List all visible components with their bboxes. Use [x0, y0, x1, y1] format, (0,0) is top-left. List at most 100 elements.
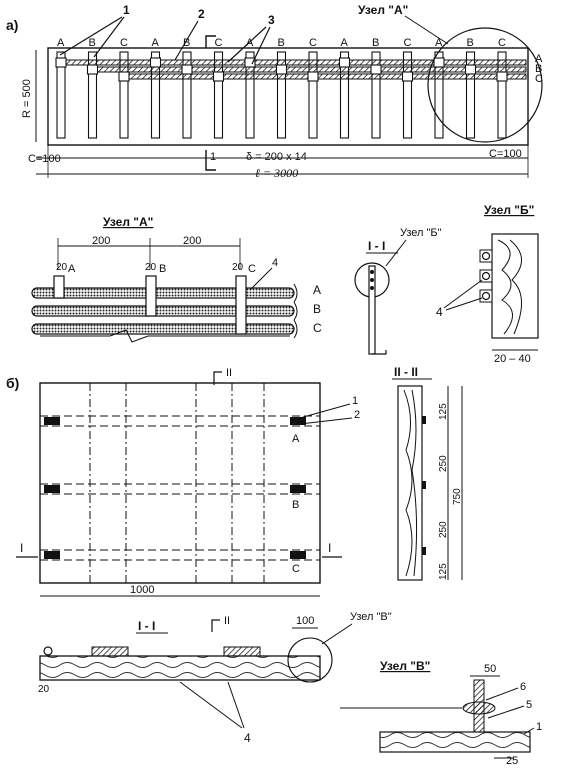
- rib-strip: [213, 51, 224, 139]
- detail-v-title: Узел "В": [380, 659, 430, 673]
- section-1b-bolt-left: [43, 646, 53, 656]
- plan-section-top: II: [226, 367, 232, 379]
- plan-terminal-left: [44, 551, 60, 559]
- callout-3-leader-b: [251, 26, 271, 65]
- detail-v-nut: [462, 701, 496, 715]
- section-2-total: 750: [452, 488, 463, 505]
- phase-letter: B: [89, 37, 96, 49]
- detail-b-callout: 4: [436, 305, 443, 319]
- detail-v-leader-5: [487, 705, 525, 719]
- section-mark-bottom-line: [205, 150, 216, 171]
- clamp: [55, 57, 67, 68]
- plan-grid: [40, 383, 320, 583]
- clamp: [275, 64, 288, 75]
- plan-width: 1000: [130, 584, 154, 596]
- phase-letter: B: [372, 37, 379, 49]
- clamp: [86, 64, 99, 75]
- section-2: II - II 125 250 250 125 750: [392, 365, 463, 581]
- detail-b: Узел "Б" 4 20 – 40: [436, 203, 539, 365]
- detail-a-letter-b: B: [159, 263, 166, 275]
- clamp: [149, 57, 162, 68]
- plan-terminal-left: [44, 485, 60, 493]
- detail-a-small-dim-3: 20: [232, 262, 244, 273]
- detail-a-small-dim-2: 20: [145, 262, 157, 273]
- section-1b-leader-1: [179, 681, 243, 729]
- clamps: [55, 57, 508, 82]
- clamp: [370, 64, 382, 75]
- detail-a-break-line: [40, 329, 290, 343]
- clamp: [244, 57, 256, 68]
- detail-a-clamp-c: [235, 275, 247, 335]
- phase-letter: B: [183, 37, 190, 49]
- part-b: б) II 1 2 A B C I I 1000: [6, 367, 360, 597]
- clamp: [118, 71, 130, 82]
- side-letter-c: C: [535, 73, 543, 85]
- detail-a: Узел "А" 200 200 20 A 20 B 20 C 4 A B C: [31, 215, 322, 343]
- section-1-wire-c: [370, 286, 374, 290]
- detail-v-callout-6: 6: [520, 681, 526, 693]
- rib-strip: [308, 51, 318, 139]
- phase-letter: C: [404, 37, 412, 49]
- section-2-title: II - II: [394, 365, 418, 379]
- phase-letter: C: [120, 37, 128, 49]
- section-1b-edge: 20: [38, 684, 50, 695]
- phase-letter: C: [309, 37, 317, 49]
- detail-b-leader-1: [443, 279, 483, 309]
- section-1b-strip-1: [91, 646, 129, 657]
- section-1b-dim: 100: [296, 615, 314, 627]
- right-margin: C=100: [489, 148, 522, 160]
- detail-a-dim2: 200: [183, 235, 201, 247]
- conductor-b: [89, 66, 527, 73]
- plan-terminal-right: [290, 485, 306, 493]
- detail-a-clamp-b: [145, 275, 157, 317]
- rib-strip: [497, 51, 507, 139]
- conductor-c: [119, 73, 527, 80]
- plan-frame: [39, 382, 321, 584]
- section-1b-title: I - I: [138, 619, 155, 633]
- section-1-wire-b: [370, 278, 374, 282]
- detail-a-right-a: A: [313, 283, 321, 297]
- clamp: [464, 64, 477, 75]
- phase-letter: C: [215, 37, 223, 49]
- rib-strip: [371, 51, 381, 139]
- section-1-node-leader: [385, 239, 407, 267]
- section-2-dim-1: 125: [438, 403, 449, 420]
- section-1b-mark-line: [211, 619, 220, 632]
- section-1b: I - I II 100 Узел "В" 20 4: [38, 611, 392, 745]
- detail-a-callout: 4: [272, 257, 278, 269]
- rib-strip: [276, 51, 287, 139]
- length-label: ℓ = 3000: [255, 166, 298, 180]
- detail-v-leader-1: [523, 727, 535, 735]
- detail-b-leader-2: [445, 297, 483, 311]
- phase-letter: A: [57, 37, 65, 49]
- section-1b-node-circle: [287, 637, 333, 683]
- detail-b-wire-3: [481, 291, 491, 301]
- detail-a-dim1: 200: [92, 235, 110, 247]
- section-1-wire-a: [370, 270, 374, 274]
- phase-letter: C: [498, 37, 506, 49]
- detail-b-grain-1: [497, 239, 513, 335]
- detail-a-small-dim-1: 20: [56, 262, 68, 273]
- detail-v-leader-6: [485, 687, 519, 701]
- plan-callout-1: 1: [352, 395, 358, 407]
- section-2-dim-4: 125: [438, 563, 449, 580]
- plan-callout-1-leader: [299, 403, 351, 419]
- rib-strip: [87, 51, 98, 139]
- detail-b-clip-3: [479, 289, 493, 303]
- side-letter-a: A: [535, 53, 543, 65]
- rib-strip: [245, 51, 255, 139]
- rib-strip: [339, 51, 350, 139]
- section-2-dim-2: 250: [438, 455, 449, 472]
- detail-b-clip-2: [479, 269, 493, 283]
- section-2-wire-3: [422, 547, 426, 555]
- detail-b-title: Узел "Б": [484, 203, 534, 217]
- phase-letter: A: [246, 37, 254, 49]
- callout-3-leader-a: [227, 26, 267, 63]
- node-a-leader: [404, 15, 449, 45]
- phase-letter: A: [435, 37, 443, 49]
- detail-v-board: [379, 731, 531, 753]
- detail-a-right-b: B: [313, 302, 321, 316]
- plan-side-left: I: [20, 541, 23, 555]
- section-2-grain-1: [403, 389, 413, 577]
